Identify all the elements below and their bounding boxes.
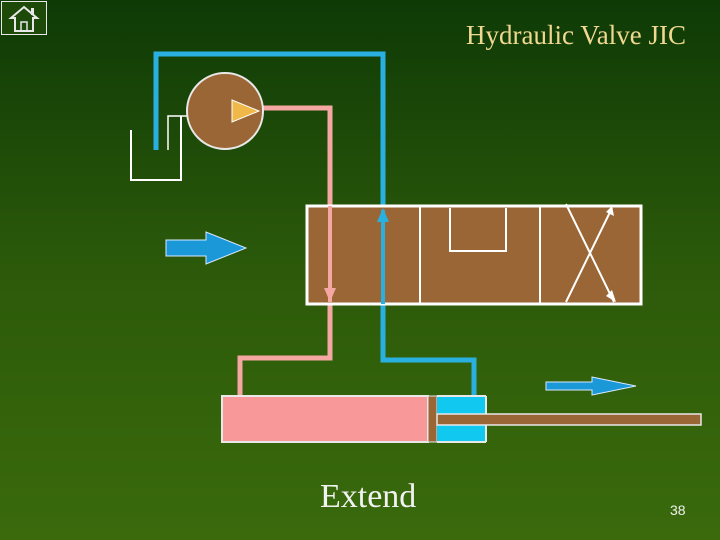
home-icon bbox=[8, 5, 40, 32]
slide-title: Hydraulic Valve JIC bbox=[466, 20, 686, 50]
directional-valve bbox=[305, 203, 643, 306]
pump-arrow-icon bbox=[231, 99, 261, 123]
pump-symbol bbox=[186, 72, 264, 150]
cap-end-line bbox=[237, 300, 333, 398]
solenoid-arrow-icon bbox=[165, 231, 248, 265]
valve-body bbox=[305, 204, 643, 306]
home-button[interactable] bbox=[1, 1, 47, 35]
suction-line bbox=[167, 115, 190, 150]
rod-motion-arrow-icon bbox=[545, 376, 637, 396]
slide-caption: Extend bbox=[320, 478, 417, 515]
cylinder-rod-chamber-top bbox=[437, 396, 485, 414]
rod-end-line bbox=[380, 300, 477, 398]
return-line bbox=[153, 51, 386, 207]
page-number: 38 bbox=[670, 502, 686, 518]
cylinder-cap-chamber bbox=[221, 395, 429, 443]
cylinder-rod-chamber-bottom bbox=[437, 425, 485, 442]
cylinder bbox=[221, 395, 702, 443]
valve-center-block bbox=[449, 208, 507, 252]
cylinder-piston bbox=[427, 395, 438, 443]
cylinder-rod bbox=[436, 413, 702, 426]
pressure-line bbox=[258, 105, 333, 207]
tank-symbol bbox=[130, 116, 182, 181]
